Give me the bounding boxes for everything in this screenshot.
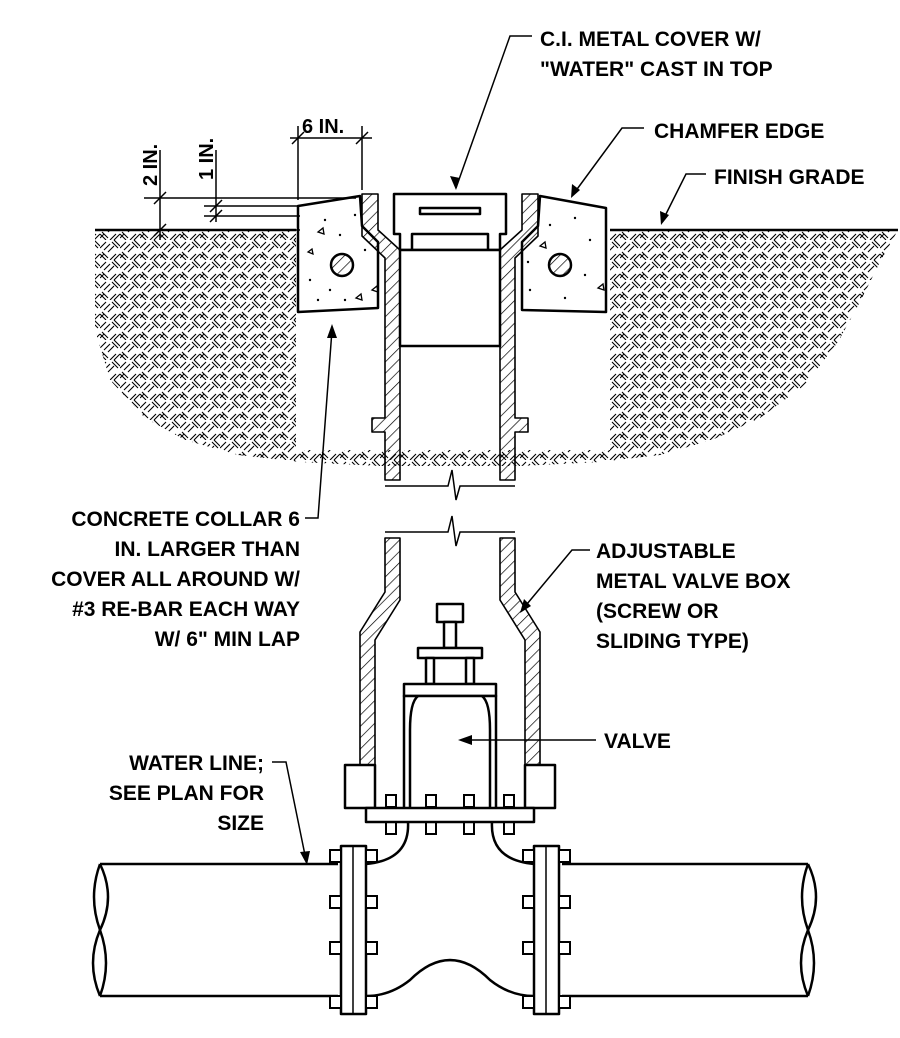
gate-valve xyxy=(364,602,536,835)
cover-label-2: "WATER" CAST IN TOP xyxy=(540,58,773,81)
finish-grade-label: FINISH GRADE xyxy=(714,166,865,189)
dim-1in-text: 1 IN. xyxy=(196,138,218,180)
callout-valve-box: ADJUSTABLE METAL VALVE BOX (SCREW OR SLI… xyxy=(596,540,790,653)
dim-2in-text: 2 IN. xyxy=(140,144,162,186)
lower-valve-box xyxy=(343,515,557,810)
collar-label-1: CONCRETE COLLAR 6 xyxy=(71,508,300,531)
water-line-label-1: WATER LINE; xyxy=(129,752,264,775)
leaders xyxy=(272,35,706,865)
callout-collar: CONCRETE COLLAR 6 IN. LARGER THAN COVER … xyxy=(51,508,300,651)
collar-label-4: #3 RE-BAR EACH WAY xyxy=(72,598,300,621)
callout-cover: C.I. METAL COVER W/ "WATER" CAST IN TOP xyxy=(540,28,773,81)
upper-valve-box xyxy=(361,192,539,501)
collar-label-5: W/ 6" MIN LAP xyxy=(155,628,300,651)
box-label-2: METAL VALVE BOX xyxy=(596,570,790,593)
dimension-6in: 6 IN. xyxy=(290,116,372,200)
water-line-pipe xyxy=(91,821,818,1016)
water-line-label-2: SEE PLAN FOR xyxy=(109,782,264,805)
box-label-4: SLIDING TYPE) xyxy=(596,630,749,653)
chamfer-label: CHAMFER EDGE xyxy=(654,120,824,143)
dim-6in-text: 6 IN. xyxy=(302,116,344,138)
water-line-label-3: SIZE xyxy=(217,812,264,835)
box-label-3: (SCREW OR xyxy=(596,600,719,623)
collar-label-3: COVER ALL AROUND W/ xyxy=(51,568,300,591)
dimension-2in: 2 IN. xyxy=(140,144,356,240)
collar-label-2: IN. LARGER THAN xyxy=(115,538,301,561)
valve-label: VALVE xyxy=(604,730,671,753)
callout-water-line: WATER LINE; SEE PLAN FOR SIZE xyxy=(109,752,264,835)
cover-label-1: C.I. METAL COVER W/ xyxy=(540,28,761,51)
dimension-1in: 1 IN. xyxy=(196,138,300,223)
box-label-1: ADJUSTABLE xyxy=(596,540,736,563)
